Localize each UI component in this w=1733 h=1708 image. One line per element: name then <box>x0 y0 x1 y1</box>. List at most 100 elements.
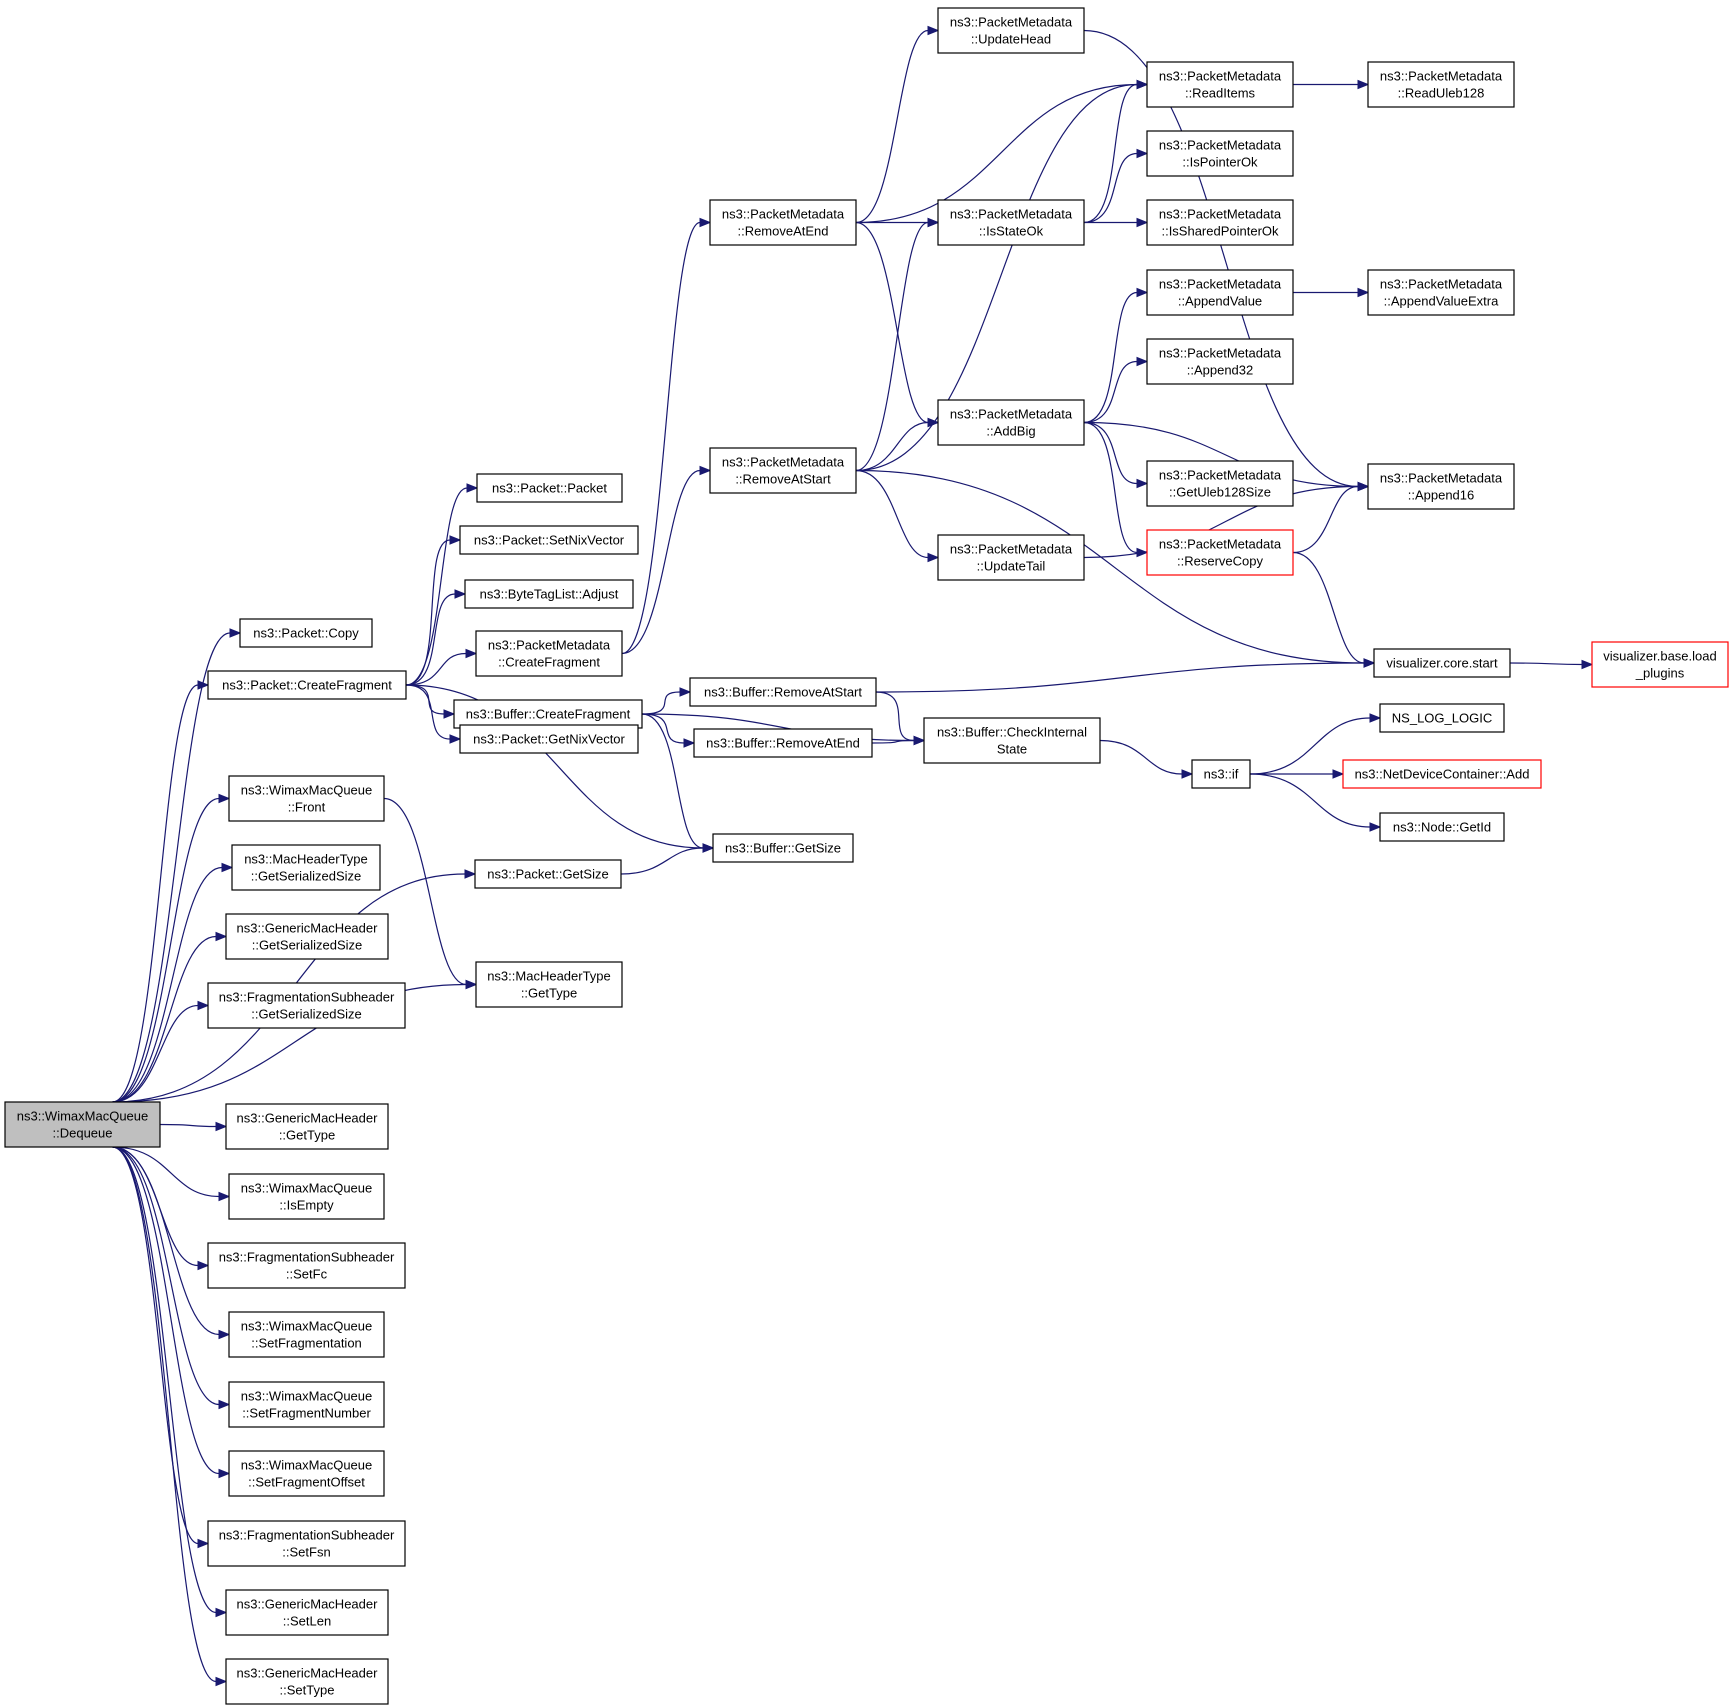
node-box <box>207 1520 406 1567</box>
node-set-fsn[interactable]: ns3::FragmentationSubheader::SetFsn <box>207 1520 406 1567</box>
edge-layer <box>112 25 1594 1687</box>
node-label: ::SetFragmentNumber <box>242 1406 371 1421</box>
node-label: ns3::GenericMacHeader <box>237 921 379 936</box>
node-box <box>464 579 634 609</box>
node-pm-remove-at-start[interactable]: ns3::PacketMetadata::RemoveAtStart <box>709 447 857 494</box>
edge-arrowhead <box>218 1329 231 1340</box>
node-box <box>709 199 857 246</box>
node-gmh-set-type[interactable]: ns3::GenericMacHeader::SetType <box>225 1658 389 1705</box>
node-label: ns3::PacketMetadata <box>950 15 1073 30</box>
node-label: ::ReadUleb128 <box>1398 86 1485 101</box>
node-box <box>1146 199 1294 246</box>
node-gmh-get-type[interactable]: ns3::GenericMacHeader::GetType <box>225 1103 389 1150</box>
node-pm-append-value-extra[interactable]: ns3::PacketMetadata::AppendValueExtra <box>1367 269 1515 316</box>
node-pm-remove-at-end[interactable]: ns3::PacketMetadata::RemoveAtEnd <box>709 199 857 246</box>
node-label: ::SetType <box>280 1683 335 1698</box>
node-mht-ser-size[interactable]: ns3::MacHeaderType::GetSerializedSize <box>231 844 381 891</box>
node-btl-adjust[interactable]: ns3::ByteTagList::Adjust <box>464 579 634 609</box>
node-pm-is-state-ok[interactable]: ns3::PacketMetadata::IsStateOk <box>937 199 1085 246</box>
node-viz-core-start[interactable]: visualizer.core.start <box>1373 648 1511 678</box>
node-set-fragment-number[interactable]: ns3::WimaxMacQueue::SetFragmentNumber <box>228 1381 385 1428</box>
node-buf-create-fragment[interactable]: ns3::Buffer::CreateFragment <box>453 699 643 729</box>
node-pm-update-head[interactable]: ns3::PacketMetadata::UpdateHead <box>937 7 1085 54</box>
call-edge <box>405 684 704 849</box>
call-edge <box>112 935 217 1103</box>
edge-arrowhead <box>1369 713 1382 723</box>
node-set-len[interactable]: ns3::GenericMacHeader::SetLen <box>225 1589 389 1636</box>
node-viz-load-plugins[interactable]: visualizer.base.load_plugins <box>1591 641 1729 688</box>
node-get-nix-vector[interactable]: ns3::Packet::GetNixVector <box>459 724 639 754</box>
node-set-nix-vector[interactable]: ns3::Packet::SetNixVector <box>459 525 639 555</box>
node-gmh-ser-size[interactable]: ns3::GenericMacHeader::GetSerializedSize <box>225 913 389 960</box>
node-mht-get-type[interactable]: ns3::MacHeaderType::GetType <box>475 961 623 1008</box>
edge-arrowhead <box>683 738 696 748</box>
node-buf-get-size[interactable]: ns3::Buffer::GetSize <box>712 833 854 863</box>
node-fs-ser-size[interactable]: ns3::FragmentationSubheader::GetSerializ… <box>207 982 406 1029</box>
node-pm-read-items[interactable]: ns3::PacketMetadata::ReadItems <box>1146 61 1294 108</box>
node-label: ns3::PacketMetadata <box>1159 346 1282 361</box>
node-front[interactable]: ns3::WimaxMacQueue::Front <box>228 775 385 822</box>
node-label: ::CreateFragment <box>498 655 600 670</box>
node-box <box>1191 759 1251 789</box>
node-ns-if[interactable]: ns3::if <box>1191 759 1251 789</box>
edge-arrowhead <box>454 589 467 599</box>
node-packet-get-size[interactable]: ns3::Packet::GetSize <box>474 859 622 889</box>
node-label: ::GetUleb128Size <box>1169 485 1271 500</box>
call-edge <box>1083 29 1359 488</box>
edge-arrowhead <box>218 1191 231 1202</box>
call-edge <box>112 632 231 1103</box>
call-edge <box>112 866 223 1103</box>
edge-arrowhead <box>702 843 715 853</box>
node-pm-read-uleb128[interactable]: ns3::PacketMetadata::ReadUleb128 <box>1367 61 1515 108</box>
node-set-fc[interactable]: ns3::FragmentationSubheader::SetFc <box>207 1242 406 1289</box>
node-create-fragment[interactable]: ns3::Packet::CreateFragment <box>207 670 407 700</box>
node-pm-reserve-copy[interactable]: ns3::PacketMetadata::ReserveCopy <box>1146 529 1294 576</box>
node-label: ns3::WimaxMacQueue <box>241 1389 373 1404</box>
node-label: ns3::PacketMetadata <box>1159 277 1282 292</box>
call-edge <box>621 469 701 655</box>
call-edge <box>1292 485 1359 554</box>
node-box <box>207 670 407 700</box>
call-edge <box>112 1146 220 1406</box>
call-edge <box>1292 551 1365 664</box>
edge-arrowhead <box>197 1000 210 1011</box>
node-pm-add-big[interactable]: ns3::PacketMetadata::AddBig <box>937 399 1085 446</box>
node-label: ns3::Packet::GetSize <box>487 867 608 882</box>
node-pm-is-shared-pointer-ok[interactable]: ns3::PacketMetadata::IsSharedPointerOk <box>1146 199 1294 246</box>
node-label: ::IsEmpty <box>279 1198 334 1213</box>
node-box <box>239 618 373 648</box>
node-box <box>937 399 1085 446</box>
node-pm-append16[interactable]: ns3::PacketMetadata::Append16 <box>1367 463 1515 510</box>
node-copy[interactable]: ns3::Packet::Copy <box>239 618 373 648</box>
edge-arrowhead <box>464 869 477 879</box>
node-label: ::GetType <box>279 1128 335 1143</box>
node-is-empty[interactable]: ns3::WimaxMacQueue::IsEmpty <box>228 1173 385 1220</box>
edge-arrowhead <box>197 1538 210 1549</box>
node-label: ns3::Packet::SetNixVector <box>474 533 625 548</box>
edge-arrowhead <box>215 1676 228 1687</box>
node-pm-create-fragment[interactable]: ns3::PacketMetadata::CreateFragment <box>475 630 623 677</box>
node-buf-remove-at-end[interactable]: ns3::Buffer::RemoveAtEnd <box>693 728 873 758</box>
node-set-fragmentation[interactable]: ns3::WimaxMacQueue::SetFragmentation <box>228 1311 385 1358</box>
node-node-get-id[interactable]: ns3::Node::GetId <box>1379 812 1505 842</box>
node-box <box>207 982 406 1029</box>
node-box <box>474 859 622 889</box>
node-pm-append32[interactable]: ns3::PacketMetadata::Append32 <box>1146 338 1294 385</box>
node-pm-update-tail[interactable]: ns3::PacketMetadata::UpdateTail <box>937 534 1085 581</box>
node-box <box>228 775 385 822</box>
node-box <box>225 1589 389 1636</box>
node-buf-remove-at-start[interactable]: ns3::Buffer::RemoveAtStart <box>689 677 877 707</box>
node-dequeue[interactable]: ns3::WimaxMacQueue::Dequeue <box>4 1101 161 1148</box>
node-pm-append-value[interactable]: ns3::PacketMetadata::AppendValue <box>1146 269 1294 316</box>
node-ndc-add[interactable]: ns3::NetDeviceContainer::Add <box>1342 759 1542 789</box>
call-edge <box>405 684 445 715</box>
node-ns-log-logic[interactable]: NS_LOG_LOGIC <box>1379 703 1505 733</box>
node-pm-is-pointer-ok[interactable]: ns3::PacketMetadata::IsPointerOk <box>1146 130 1294 177</box>
node-label: ::AddBig <box>986 424 1035 439</box>
node-set-fragment-offset[interactable]: ns3::WimaxMacQueue::SetFragmentOffset <box>228 1450 385 1497</box>
call-edge <box>641 713 685 744</box>
node-pm-get-uleb128-size[interactable]: ns3::PacketMetadata::GetUleb128Size <box>1146 460 1294 507</box>
node-packet-packet[interactable]: ns3::Packet::Packet <box>476 473 623 503</box>
